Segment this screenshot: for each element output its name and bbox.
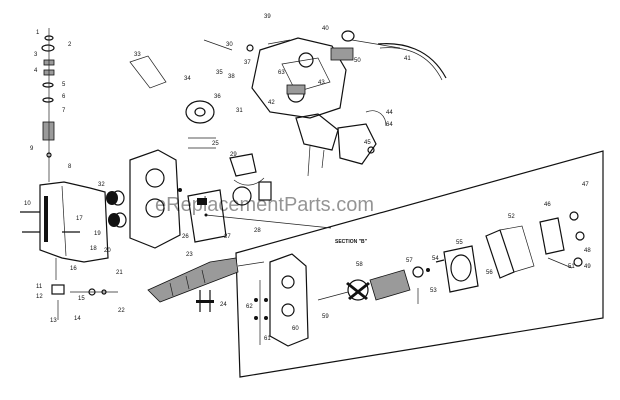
part-number: 35 [216,70,223,76]
part-number: 50 [354,58,361,64]
gear-housing [106,149,182,249]
part-number: 31 [236,108,243,114]
part-number: 30 [226,42,233,48]
part-number: 21 [116,270,123,276]
part-number: 42 [268,100,275,106]
part-number: 52 [508,214,515,220]
part-number: 23 [186,252,193,258]
part-number: 17 [76,216,83,222]
bottom-small-parts [70,288,214,312]
section-b-inset: SECTION "B" [204,150,604,378]
part-number: 38 [228,74,235,80]
part-number: 2 [68,42,72,48]
part-number: 59 [322,314,329,320]
part-number: 64 [386,122,393,128]
part-number: 26 [182,234,189,240]
part-number-callouts: 1 2 3 4 5 6 7 8 9 10 11 12 13 14 15 16 1… [24,14,591,342]
part-number: 43 [318,80,325,86]
part-number: 36 [214,94,221,100]
left-housing [20,181,109,320]
part-number: 49 [584,264,591,270]
switch-parts [185,100,265,186]
part-number: 15 [78,296,85,302]
part-number: 33 [134,52,141,58]
part-number: 39 [264,14,271,20]
part-number: 45 [364,140,371,146]
part-number: 25 [212,141,219,147]
part-number: 54 [432,256,439,262]
part-number: 51 [568,264,575,270]
part-number: 44 [386,110,393,116]
part-number: 40 [322,26,329,32]
part-number: 24 [220,302,227,308]
part-number: 12 [36,294,43,300]
part-number: 19 [94,231,101,237]
part-number: 46 [544,202,551,208]
part-number: 1 [36,30,40,36]
part-number: 20 [104,248,111,254]
gear-block [187,181,272,243]
part-number: 53 [430,288,437,294]
part-number: 11 [36,284,43,290]
part-number: 8 [68,164,72,170]
part-number: 6 [62,94,66,100]
section-b-label: SECTION "B" [335,239,368,245]
part-number: 34 [184,76,191,82]
center-lever-assembly [295,110,387,177]
part-number: 18 [90,246,97,252]
part-number: 27 [224,234,231,240]
part-number: 4 [34,68,38,74]
section-b-parts [254,211,585,347]
part-number: 61 [264,336,271,342]
part-number: 7 [62,108,66,114]
part-number: 9 [30,146,34,152]
part-number: 28 [254,228,261,234]
part-number: 29 [230,152,237,158]
left-screw-stack [41,28,55,182]
part-number: 55 [456,240,463,246]
part-number: 22 [118,308,125,314]
part-number: 58 [356,262,363,268]
part-number: 14 [74,316,81,322]
part-number: 48 [584,248,591,254]
part-number: 37 [244,60,251,66]
spindle-shaft [147,257,265,303]
top-housing-assembly [129,30,447,119]
part-number: 62 [246,304,253,310]
watermark-text: eReplacementParts.com [155,194,374,216]
part-number: 47 [582,182,589,188]
part-number: 57 [406,258,413,264]
part-number: 3 [34,52,38,58]
part-number: 41 [404,56,411,62]
part-number: 13 [50,318,57,324]
part-number: 60 [292,326,299,332]
part-number: 5 [62,82,66,88]
part-number: 10 [24,201,31,207]
part-number: 56 [486,270,493,276]
part-number: 32 [98,182,105,188]
part-number: 16 [70,266,77,272]
part-number: 63 [278,70,285,76]
